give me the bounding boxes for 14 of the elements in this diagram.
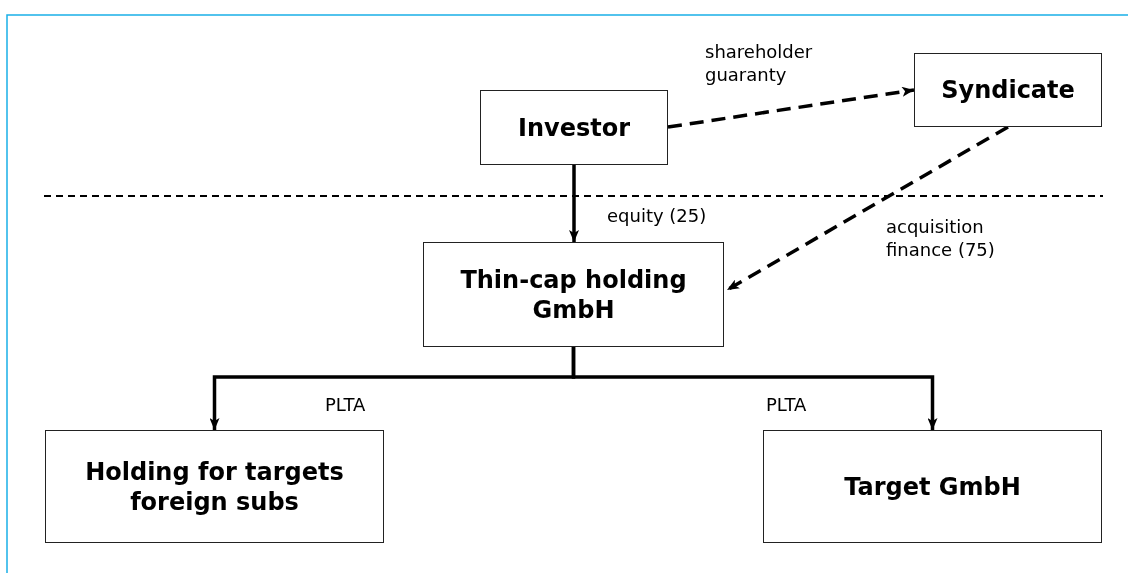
arrow <box>569 165 579 242</box>
entity-name: Thin-cap holding GmbH <box>459 264 688 325</box>
entity-box <box>914 53 1102 127</box>
entity-box <box>423 242 724 347</box>
arrow <box>726 125 1009 292</box>
entity-name: Holding for targets foreign subs <box>84 456 345 517</box>
arrow <box>571 347 938 430</box>
entity-name: Investor <box>518 112 630 143</box>
entity-box <box>45 430 384 543</box>
entity-box <box>763 430 1102 543</box>
entity-name: Syndicate <box>941 75 1075 105</box>
entity-box <box>480 90 668 165</box>
entity-name: Target GmbH <box>844 471 1021 502</box>
arrow <box>667 86 915 129</box>
